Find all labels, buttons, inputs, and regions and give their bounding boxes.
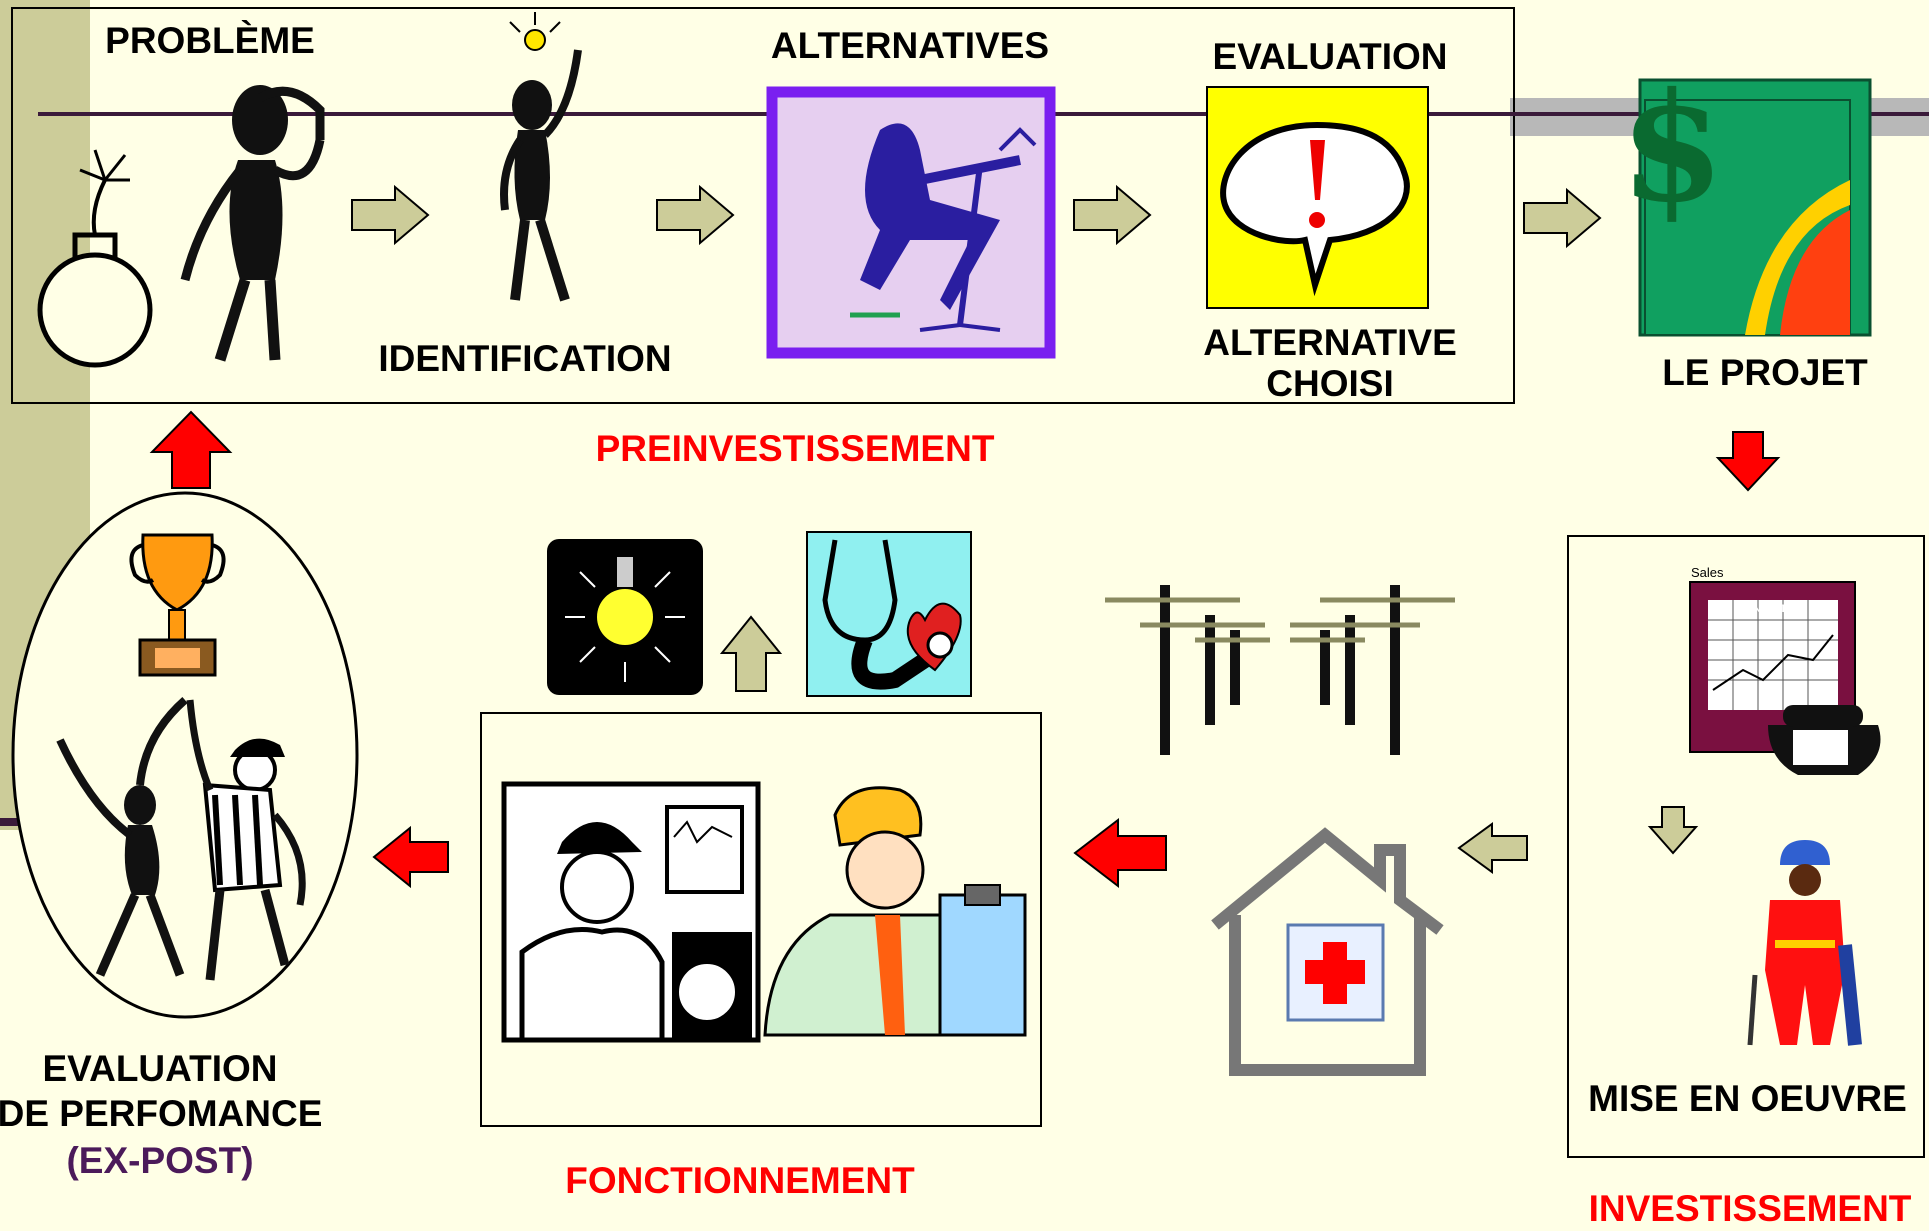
phase-arrow-left-2 [372, 825, 449, 889]
bomb-icon [37, 149, 153, 368]
flow-arrow-2 [656, 184, 735, 246]
thinking-person-icon [180, 85, 325, 362]
flow-arrow-4 [1523, 187, 1602, 249]
preinvestment-box [11, 7, 1515, 404]
label-evaluation-perf-1: EVALUATION [42, 1048, 278, 1089]
trophy-icon [129, 533, 226, 677]
label-evaluation-perf-2: DE PERFOMANCE [0, 1093, 323, 1134]
flow-arrow-left-small [1457, 822, 1528, 874]
idea-person-icon [500, 12, 582, 302]
svg-text:$: $ [1620, 60, 1724, 236]
this-month-text: THIS MONTH [1726, 603, 1794, 615]
flow-arrow-1 [351, 184, 430, 246]
label-evaluation: EVALUATION [1212, 36, 1448, 77]
doctor-clipboard-icon [763, 786, 1027, 1037]
celebrating-people-icon [56, 696, 306, 981]
label-alternative-choisi: ALTERNATIVE CHOISI [1203, 322, 1457, 405]
phase-arrow-up [149, 410, 233, 489]
label-mise-en-oeuvre: MISE EN OEUVRE [1588, 1078, 1907, 1119]
construction-worker-icon [1747, 840, 1862, 1046]
phase-preinvestissement: PREINVESTISSEMENT [595, 428, 995, 469]
sales-text: Sales [1691, 565, 1724, 580]
operations-box [480, 712, 1042, 1127]
exclamation-speech-bubble-icon [1206, 86, 1429, 309]
phase-investissement: INVESTISSEMENT [1588, 1188, 1912, 1229]
label-ex-post: (EX-POST) [66, 1140, 254, 1181]
designer-at-desk-icon [766, 86, 1056, 359]
label-identification: IDENTIFICATION [378, 338, 672, 379]
flow-arrow-up-small [719, 615, 783, 692]
label-alternatives: ALTERNATIVES [770, 25, 1050, 66]
phase-fonctionnement: FONCTIONNEMENT [565, 1160, 915, 1201]
dollar-book-icon: $ [1620, 60, 1872, 337]
flow-arrow-3 [1073, 184, 1152, 246]
light-bulb-icon [547, 539, 703, 695]
stethoscope-heart-icon [806, 531, 972, 697]
mechanic-icon [501, 781, 761, 1043]
label-le-projet: LE PROJET [1662, 352, 1868, 393]
house-red-cross-icon [1211, 827, 1444, 1076]
label-probleme: PROBLÈME [105, 20, 315, 61]
phase-arrow-down [1715, 431, 1781, 492]
power-lines-icon [1105, 585, 1455, 755]
phase-arrow-left-1 [1073, 817, 1167, 889]
investment-box [1567, 535, 1925, 1158]
sales-chart-telephone-icon: Sales THIS MONTH [1689, 565, 1881, 775]
flow-arrow-down-small [1647, 806, 1699, 855]
